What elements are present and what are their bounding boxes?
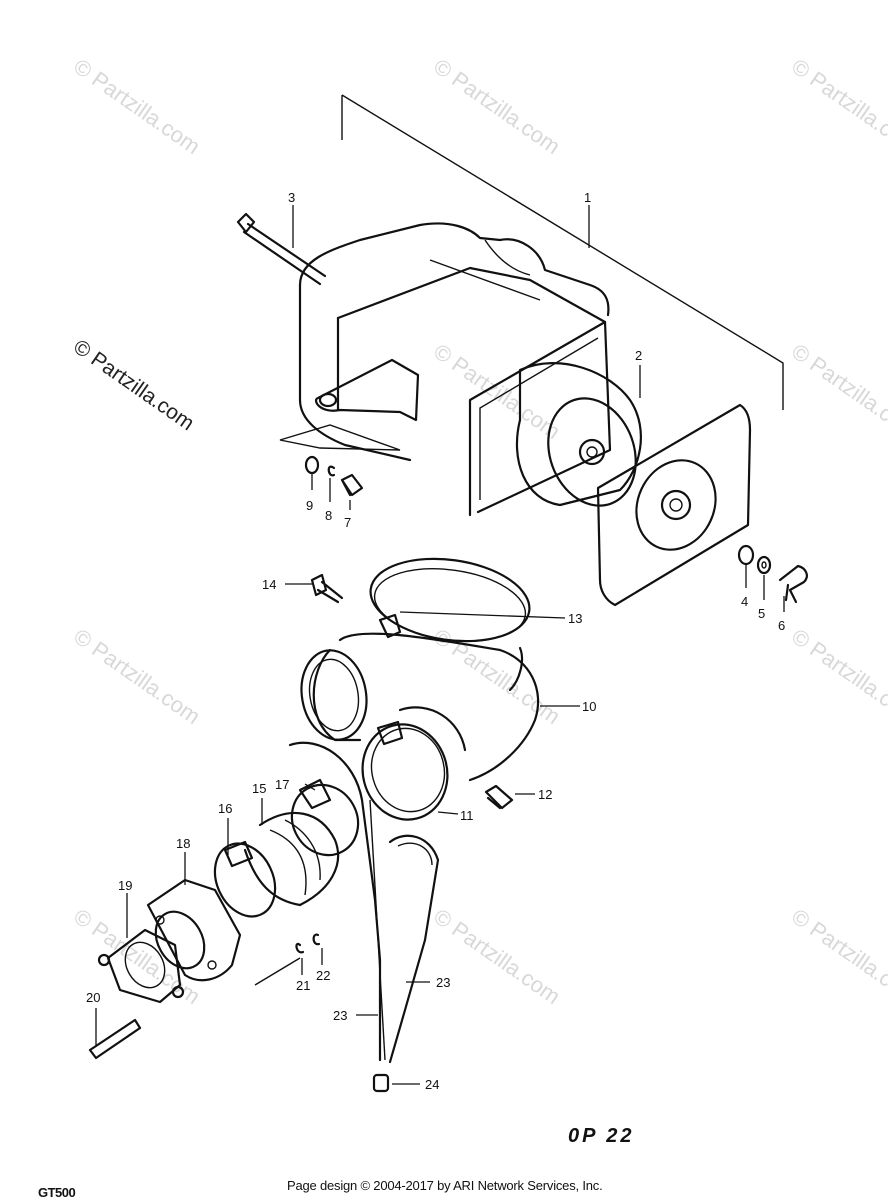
callout-19: 19 xyxy=(118,878,132,893)
callout-14: 14 xyxy=(262,577,276,592)
callout-labels: 1 2 3 4 5 6 7 8 9 10 11 12 13 14 15 16 1… xyxy=(86,190,785,1092)
callout-23a: 23 xyxy=(436,975,450,990)
part-22-washer[interactable] xyxy=(312,933,321,946)
part-19-gasket[interactable] xyxy=(97,928,185,1004)
callout-13: 13 xyxy=(568,611,582,626)
callout-10: 10 xyxy=(582,699,596,714)
callout-22: 22 xyxy=(316,968,330,983)
leader-21-22 xyxy=(254,957,301,986)
callout-1: 1 xyxy=(584,190,591,205)
part-21-nut[interactable] xyxy=(295,942,305,954)
callout-8: 8 xyxy=(325,508,332,523)
part-18-flange-joint[interactable] xyxy=(146,878,242,982)
watermark-dark: © Partzilla.com xyxy=(69,335,198,435)
part-1-air-cleaner-case[interactable] xyxy=(279,222,612,517)
part-17-clamp[interactable] xyxy=(279,773,370,867)
callout-18: 18 xyxy=(176,836,190,851)
callout-4: 4 xyxy=(741,594,748,609)
page-code: 0P 22 xyxy=(568,1125,635,1147)
footer-copyright: Page design © 2004-2017 by ARI Network S… xyxy=(287,1178,603,1193)
callout-16: 16 xyxy=(218,801,232,816)
callout-6: 6 xyxy=(778,618,785,633)
part-12-screw[interactable] xyxy=(484,784,514,810)
part-5-washer[interactable] xyxy=(756,555,772,575)
part-20-stud[interactable] xyxy=(88,1018,142,1060)
callout-11: 11 xyxy=(460,808,474,823)
part-11-clamp[interactable] xyxy=(352,715,458,829)
part-16-clamp[interactable] xyxy=(204,834,287,927)
callout-7: 7 xyxy=(344,515,351,530)
callout-15: 15 xyxy=(252,781,266,796)
callout-24: 24 xyxy=(425,1077,439,1092)
watermark: © Partzilla.com xyxy=(69,624,205,730)
callout-3: 3 xyxy=(288,190,295,205)
part-3-bolt[interactable] xyxy=(236,212,327,286)
watermark: © Partzilla.com xyxy=(787,54,888,160)
watermark: © Partzilla.com xyxy=(69,54,205,160)
watermark: © Partzilla.com xyxy=(429,54,565,160)
part-cover-plate[interactable] xyxy=(596,403,752,607)
watermark: © Partzilla.com xyxy=(787,624,888,730)
part-9-washer[interactable] xyxy=(304,455,320,475)
part-4-nut[interactable] xyxy=(737,544,755,566)
watermark: © Partzilla.com xyxy=(429,339,565,445)
callout-23b: 23 xyxy=(333,1008,347,1023)
callout-21: 21 xyxy=(296,978,310,993)
callout-17: 17 xyxy=(275,777,289,792)
part-6-wing-nut[interactable] xyxy=(778,564,808,604)
part-2-filter-element[interactable] xyxy=(515,362,650,518)
part-15-intake-hose[interactable] xyxy=(243,811,340,907)
model-label: GT500 xyxy=(38,1185,76,1200)
part-8-lock-washer[interactable] xyxy=(327,465,336,477)
callout-2: 2 xyxy=(635,348,642,363)
part-13-clamp-band[interactable] xyxy=(365,549,535,650)
watermark: © Partzilla.com xyxy=(429,904,565,1010)
part-24-cap[interactable] xyxy=(372,1073,390,1093)
part-7-screw[interactable] xyxy=(340,473,364,497)
callout-12: 12 xyxy=(538,787,552,802)
watermark: © Partzilla.com xyxy=(787,904,888,1010)
leader-lines xyxy=(95,205,785,1085)
callout-20: 20 xyxy=(86,990,100,1005)
part-14-screw[interactable] xyxy=(310,573,344,604)
callout-5: 5 xyxy=(758,606,765,621)
watermark: © Partzilla.com xyxy=(787,339,888,445)
part-23-breather-tube[interactable] xyxy=(288,741,440,1064)
watermark-layer: © Partzilla.com © Partzilla.com © Partzi… xyxy=(69,54,888,1010)
callout-9: 9 xyxy=(306,498,313,513)
assembly-bracket-1 xyxy=(341,94,784,410)
part-10-inlet-chamber[interactable] xyxy=(295,632,540,782)
